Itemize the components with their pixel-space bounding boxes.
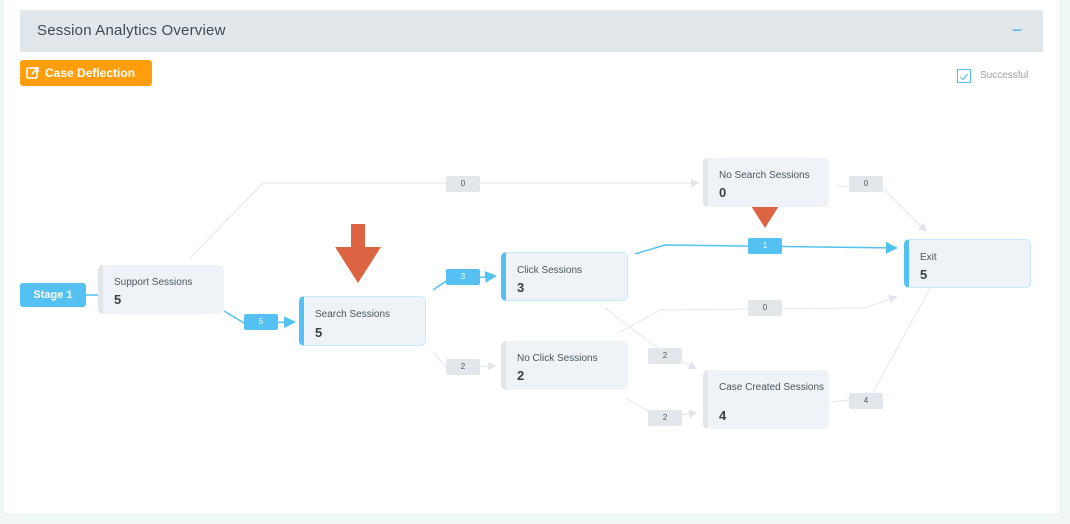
edge-case-exit: [829, 267, 942, 403]
annotation-arrow-search: [335, 224, 381, 283]
edge-nosearch-exit: [835, 185, 927, 232]
node-case-created-sessions[interactable]: Case Created Sessions 4: [703, 370, 829, 429]
node-label: Support Sessions: [114, 277, 193, 288]
node-search-sessions[interactable]: Search Sessions 5: [299, 296, 426, 346]
node-label: No Search Sessions: [719, 170, 810, 181]
edge-label-search-click[interactable]: 3: [446, 269, 480, 285]
section-header[interactable]: Session Analytics Overview −: [20, 10, 1043, 52]
node-count: 3: [517, 280, 525, 295]
node-count: 5: [315, 325, 323, 340]
node-count: 5: [920, 267, 928, 282]
collapse-icon[interactable]: −: [1011, 20, 1023, 40]
case-deflection-label: Case Deflection: [45, 66, 136, 80]
edge-label-nosearch-exit[interactable]: 0: [849, 176, 883, 192]
check-icon: [960, 73, 968, 81]
stage-badge[interactable]: Stage 1: [20, 283, 86, 307]
edge-label-noclick-exit[interactable]: 0: [748, 300, 782, 316]
node-count: 5: [114, 292, 122, 307]
node-no-click-sessions[interactable]: No Click Sessions 2: [501, 341, 628, 390]
node-click-sessions[interactable]: Click Sessions 3: [501, 252, 628, 301]
node-count: 0: [719, 185, 727, 200]
edge-label-search-noclick[interactable]: 2: [446, 359, 480, 375]
node-support-sessions[interactable]: Support Sessions 5: [98, 265, 224, 314]
edge-label-noclick-case[interactable]: 2: [648, 410, 682, 426]
edge-label-case-exit[interactable]: 4: [849, 393, 883, 409]
edge-label-support-search[interactable]: 5: [244, 314, 278, 330]
node-label: Click Sessions: [517, 265, 583, 276]
node-count: 2: [517, 368, 525, 383]
external-link-icon: [26, 67, 39, 79]
edge-label-click-case[interactable]: 2: [648, 348, 682, 364]
node-label: Exit: [920, 252, 937, 263]
edge-label-support-nosearch[interactable]: 0: [446, 176, 480, 192]
node-label: Search Sessions: [315, 309, 391, 320]
node-no-search-sessions[interactable]: No Search Sessions 0: [703, 158, 829, 207]
edge-label-click-exit[interactable]: 1: [748, 238, 782, 254]
case-deflection-button[interactable]: Case Deflection: [20, 60, 152, 86]
successful-checkbox[interactable]: [957, 69, 971, 83]
node-label: No Click Sessions: [517, 353, 598, 364]
successful-label: Successful: [980, 70, 1029, 81]
edge-click-exit: [634, 241, 898, 255]
node-label: Case Created Sessions: [719, 382, 825, 393]
section-title: Session Analytics Overview: [37, 22, 226, 39]
node-count: 4: [719, 408, 727, 423]
edge-support-nosearch: [189, 178, 700, 259]
node-exit[interactable]: Exit 5: [904, 239, 1031, 288]
